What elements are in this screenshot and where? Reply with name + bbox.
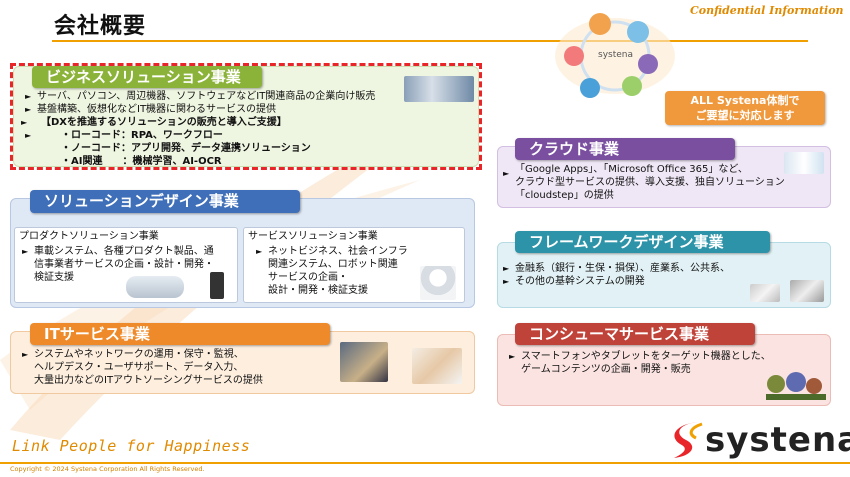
bullet-arrow-icon: ► bbox=[256, 247, 263, 256]
bullet-arrow-icon: ► bbox=[22, 247, 29, 256]
copyright: Copyright © 2024 Systena Corporation All… bbox=[10, 465, 205, 473]
it-service-title: ITサービス事業 bbox=[30, 323, 330, 345]
bullet-arrow-icon: ► bbox=[503, 264, 510, 273]
it-service-text: ►システムやネットワークの運用・保守・監視、 ヘルプデスク・ユーザサポート、デー… bbox=[22, 349, 263, 386]
title-rule bbox=[52, 40, 808, 42]
cloud-services-image bbox=[784, 152, 824, 174]
diagram-center-label: systena bbox=[598, 50, 633, 60]
calculator-image bbox=[750, 284, 780, 302]
tagline: Link People for Happiness bbox=[12, 437, 251, 455]
diagram-node-top bbox=[589, 13, 611, 35]
bullet-arrow-icon: ► bbox=[25, 105, 32, 114]
service-solution-title: サービスソリューション事業 bbox=[248, 231, 378, 242]
all-systena-line2: ご要望に対応します bbox=[695, 109, 795, 122]
footer-rule bbox=[0, 462, 850, 464]
smartphone-image bbox=[210, 272, 224, 299]
systena-logo-mark-icon bbox=[674, 422, 703, 458]
consumer-text: ►スマートフォンやタブレットをターゲット機器とした、 ゲームコンテンツの企画・開… bbox=[509, 351, 771, 375]
business-solution-title: ビジネスソリューション事業 bbox=[32, 66, 262, 88]
bullet-arrow-icon: ► bbox=[503, 169, 510, 178]
systena-logo-text: systena bbox=[705, 420, 850, 460]
cloud-title: クラウド事業 bbox=[515, 138, 735, 160]
confidential-label: Confidential Information bbox=[690, 4, 844, 17]
helpdesk-image bbox=[412, 348, 462, 384]
diagram-node-left bbox=[564, 46, 584, 66]
bullet-arrow-icon: ► bbox=[25, 131, 32, 140]
car-image bbox=[126, 276, 184, 298]
framework-title: フレームワークデザイン事業 bbox=[515, 231, 770, 253]
bullet-arrow-icon: ► bbox=[25, 92, 32, 101]
service-solution-text: ►ネットビジネス、社会インフラ 関連システム、ロボット関連 サービスの企画・ 設… bbox=[256, 246, 408, 296]
cloud-text: ►「Google Apps」、「Microsoft Office 365」など、… bbox=[503, 164, 785, 201]
consumer-title: コンシューマサービス事業 bbox=[515, 323, 755, 345]
product-solution-text: ►車載システム、各種プロダクト製品、通 信事業者サービスの企画・設計・開発・ 検… bbox=[22, 246, 214, 283]
bullet-arrow-icon: ► bbox=[21, 118, 28, 127]
bullet-arrow-icon: ► bbox=[509, 352, 516, 361]
robot-image bbox=[420, 266, 456, 300]
business-solution-text: ►サーバ、パソコン、周辺機器、ソフトウェアなどIT関連商品の企業向け販売 ►基盤… bbox=[21, 91, 376, 167]
operators-image bbox=[340, 342, 388, 382]
bullet-arrow-icon: ► bbox=[503, 277, 510, 286]
server-rack-image bbox=[404, 76, 474, 102]
product-solution-title: プロダクトソリューション事業 bbox=[19, 231, 159, 242]
diagram-node-bottom-right bbox=[622, 76, 642, 96]
business-cycle-diagram bbox=[555, 13, 675, 98]
game-characters-image bbox=[766, 372, 826, 400]
all-systena-banner: ALL Systena体制で ご要望に対応します bbox=[665, 91, 825, 125]
card-image bbox=[790, 280, 824, 302]
all-systena-line1: ALL Systena体制で bbox=[690, 94, 800, 107]
solution-design-title: ソリューションデザイン事業 bbox=[30, 190, 300, 213]
highlight-dashed-frame bbox=[10, 63, 482, 170]
diagram-node-right bbox=[638, 54, 658, 74]
diagram-node-right-top bbox=[627, 21, 649, 43]
bullet-arrow-icon: ► bbox=[22, 350, 29, 359]
diagram-node-bottom-left bbox=[580, 78, 600, 98]
framework-text: ►金融系（銀行・生保・損保）、産業系、公共系、 ►その他の基幹システムの開発 bbox=[503, 263, 730, 287]
page-title: 会社概要 bbox=[54, 14, 147, 39]
